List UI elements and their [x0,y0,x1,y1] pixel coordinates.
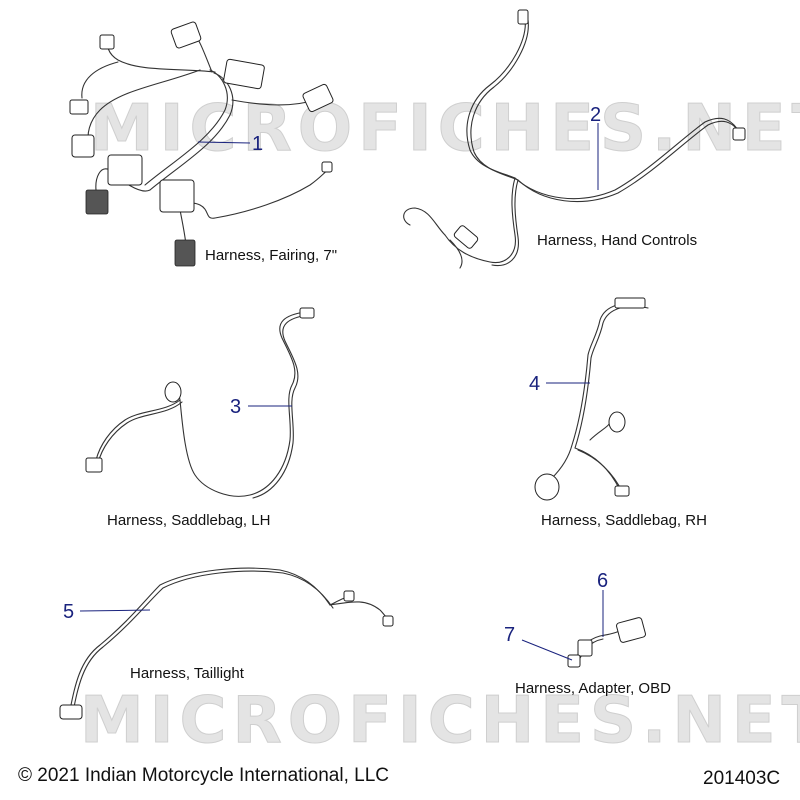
caption-5: Harness, Taillight [130,665,245,682]
caption-3: Harness, Saddlebag, LH [107,512,270,529]
leader-line-7 [521,639,573,661]
caption-6: Harness, Adapter, OBD [515,680,671,697]
callout-1: 1 [252,133,263,155]
caption-1: Harness, Fairing, 7" [205,247,337,264]
callout-6: 6 [597,570,608,592]
obd-adapter-harness-drawing [567,617,646,668]
leader-line-5 [79,609,151,612]
saddlebag-lh-harness-drawing [85,307,315,499]
caption-2: Harness, Hand Controls [537,232,697,249]
caption-4: Harness, Saddlebag, RH [541,512,707,529]
diagram-id: 201403C [703,768,780,789]
leader-line-1 [197,141,251,144]
callout-7: 7 [504,624,515,646]
hand-controls-harness-drawing [403,9,746,269]
saddlebag-rh-harness-drawing [534,297,649,501]
watermark-bottom: MICROFICHES.NET [80,684,800,758]
fairing-harness-drawing [69,21,334,267]
callout-5: 5 [63,601,74,623]
callout-4: 4 [529,373,540,395]
callout-3: 3 [230,396,241,418]
callout-2: 2 [590,104,601,126]
copyright-text: © 2021 Indian Motorcycle International, … [18,765,389,786]
watermark-top: MICROFICHES.NET [90,92,800,166]
taillight-harness-drawing [59,567,394,720]
